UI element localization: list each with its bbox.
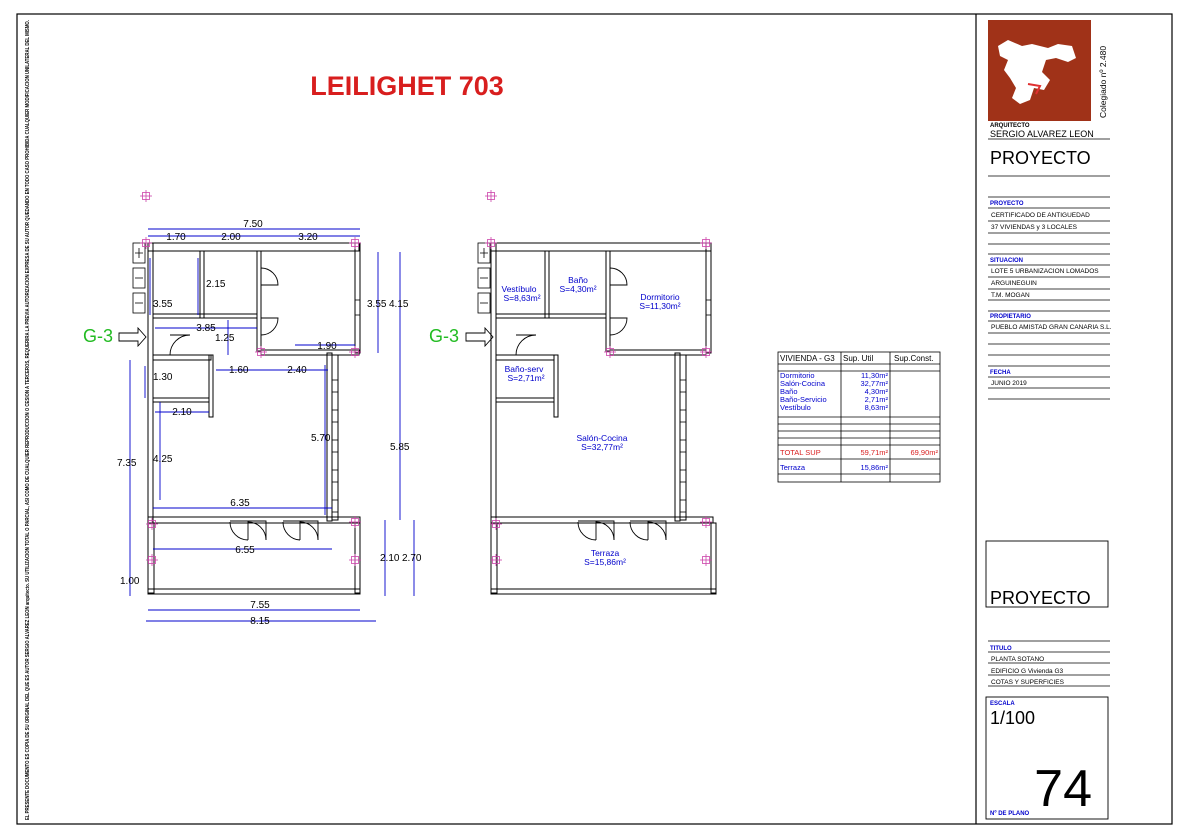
propietario-label: PROPIETARIO [990,314,1031,320]
dim-5-70: 5.70 [311,433,331,444]
table-total-util: 59,71m² [860,448,888,457]
dim-1-70: 1.70 [166,232,186,243]
room-terraza-name: Terraza [591,548,620,558]
dim-1-30: 1.30 [153,372,173,383]
dim-7-50: 7.50 [243,219,263,230]
area-table: VIVIENDA - G3 Sup. Util Sup.Const. Dormi… [777,351,941,483]
sheet-frame [16,13,1173,825]
escala-value: 1/100 [990,708,1035,728]
situacion-line: LOTE 5 URBANIZACION LOMADOS [991,268,1099,275]
dim-6-35: 6.35 [230,498,250,509]
table-row-label: Baño [780,387,798,396]
situacion-line: T.M. MOGAN [991,292,1030,299]
proyecto-line: 37 VIVIENDAS y 3 LOCALES [991,224,1078,231]
dim-7-35: 7.35 [117,458,137,469]
fecha-value: JUNIO 2019 [991,380,1027,387]
room-dormitorio-area: S=11,30m² [639,301,680,311]
dim-4-25: 4.25 [153,454,173,465]
table-row-value: 32,77m² [860,379,888,388]
proyecto-box-label: PROYECTO [990,588,1091,608]
dim-1-90: 1.90 [317,341,337,352]
dim-7-55: 7.55 [250,600,270,611]
room-bano-name: Baño [568,275,588,285]
table-header-vivienda: VIVIENDA - G3 [780,354,835,363]
titulo-line: PLANTA SOTANO [991,656,1044,663]
right-floor-plan: G-3 Vestíbulo S=8,63m² Baño S=4,30m² Dor… [429,189,717,595]
dim-8-15: 8.15 [250,616,270,627]
titulo-line: COTAS Y SUPERFICIES [991,679,1065,686]
table-total-const: 69,90m² [910,448,938,457]
colegiado-label: Colegiado nº 2.480 [1098,46,1108,118]
table-row-value: 11,30m² [861,371,888,380]
room-terraza-area: S=15,86m² [584,557,626,567]
plano-number: 74 [1034,760,1092,818]
dim-3-55-right: 3.55 [367,299,387,310]
plano-label: Nº DE PLANO [990,811,1030,817]
room-bano-serv-area: S=2,71m² [507,373,544,383]
titulo-label: TITULO [990,646,1012,652]
arquitecto-name: SERGIO ALVAREZ LEON [990,129,1094,139]
table-terraza-label: Terraza [780,463,806,472]
room-vestibulo-name: Vestíbulo [502,284,537,294]
room-salon-name: Salón-Cocina [576,433,627,443]
entry-label-left: G-3 [83,326,113,346]
titulo-line: EDIFICIO G Vivienda G3 [991,668,1064,675]
proyecto-heading: PROYECTO [990,148,1091,168]
proyecto-label: PROYECTO [990,201,1024,207]
table-row-value: 8,63m² [865,403,889,412]
room-dormitorio-name: Dormitorio [640,292,679,302]
table-header-const: Sup.Const. [894,354,934,363]
arquitecto-label: ARQUITECTO [990,123,1030,129]
table-total-label: TOTAL SUP [780,448,821,457]
page-title: LEILIGHET 703 [310,71,504,101]
dim-1-00: 1.00 [120,576,140,587]
dim-1-25: 1.25 [215,333,235,344]
table-row-label: Baño-Servicio [780,395,827,404]
situacion-line: ARGUINEGUIN [991,280,1037,287]
dim-2-00: 2.00 [221,232,241,243]
dim-4-15: 4.15 [389,299,409,310]
dim-3-55-left: 3.55 [153,299,173,310]
escala-label: ESCALA [990,701,1015,707]
propietario-line: PUEBLO AMISTAD GRAN CANARIA S.L. [991,324,1112,331]
room-salon-area: S=32,77m² [581,442,623,452]
table-terraza-util: 15,86m² [860,463,888,472]
left-floor-plan: G-3 7.50 1.70 [83,189,422,627]
dim-2-15: 2.15 [206,279,226,290]
fecha-label: FECHA [990,370,1011,376]
proyecto-line: CERTIFICADO DE ANTIGUEDAD [991,212,1090,219]
dim-6-55: 6.55 [235,545,255,556]
table-row-label: Salón-Cocina [780,379,826,388]
room-bano-serv-name: Baño-serv [505,364,544,374]
copyright-note: EL PRESENTE DOCUMENTO ES COPIA DE SU ORI… [25,20,31,820]
table-row-label: Vestíbulo [780,403,811,412]
dim-2-10-a: 2.10 [172,407,192,418]
title-block: Colegiado nº 2.480 ARQUITECTO SERGIO ALV… [985,20,1112,820]
dim-3-85: 3.85 [196,323,216,334]
entry-label-right: G-3 [429,326,459,346]
dim-5-85: 5.85 [390,442,410,453]
table-row-value: 2,71m² [865,395,889,404]
dim-2-70: 2.70 [402,553,422,564]
table-header-util: Sup. Util [843,354,873,363]
dim-1-60: 1.60 [229,365,249,376]
situacion-label: SITUACION [990,258,1023,264]
table-row-value: 4,30m² [865,387,889,396]
room-vestibulo-area: S=8,63m² [503,293,540,303]
dim-3-20: 3.20 [298,232,318,243]
table-row-label: Dormitorio [780,371,815,380]
dim-2-40: 2.40 [287,365,307,376]
dim-2-10-b: 2.10 [380,553,400,564]
room-bano-area: S=4,30m² [559,284,596,294]
